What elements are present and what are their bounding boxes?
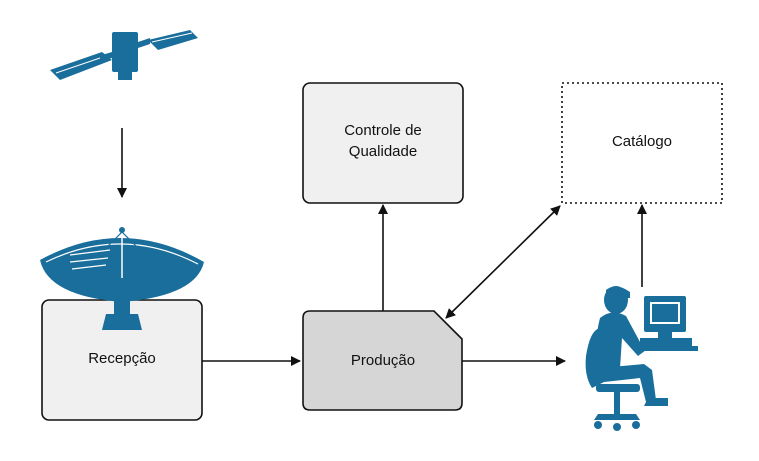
node-producao-label: Produção: [351, 352, 415, 369]
node-catalogo: [561, 82, 723, 204]
node-recepcao-label: Recepção: [88, 350, 156, 367]
node-producao: [302, 310, 463, 411]
satellite-dish-icon: [40, 227, 204, 330]
arrow-producao-catalogo: [445, 205, 561, 319]
node-controle-qualidade: [302, 82, 464, 204]
node-controle-label-line2: Qualidade: [349, 143, 417, 160]
user-at-computer-icon: [585, 286, 698, 431]
node-catalogo-label: Catálogo: [612, 133, 672, 150]
node-controle-label-line1: Controle de: [344, 122, 422, 139]
satellite-icon: [50, 30, 198, 80]
